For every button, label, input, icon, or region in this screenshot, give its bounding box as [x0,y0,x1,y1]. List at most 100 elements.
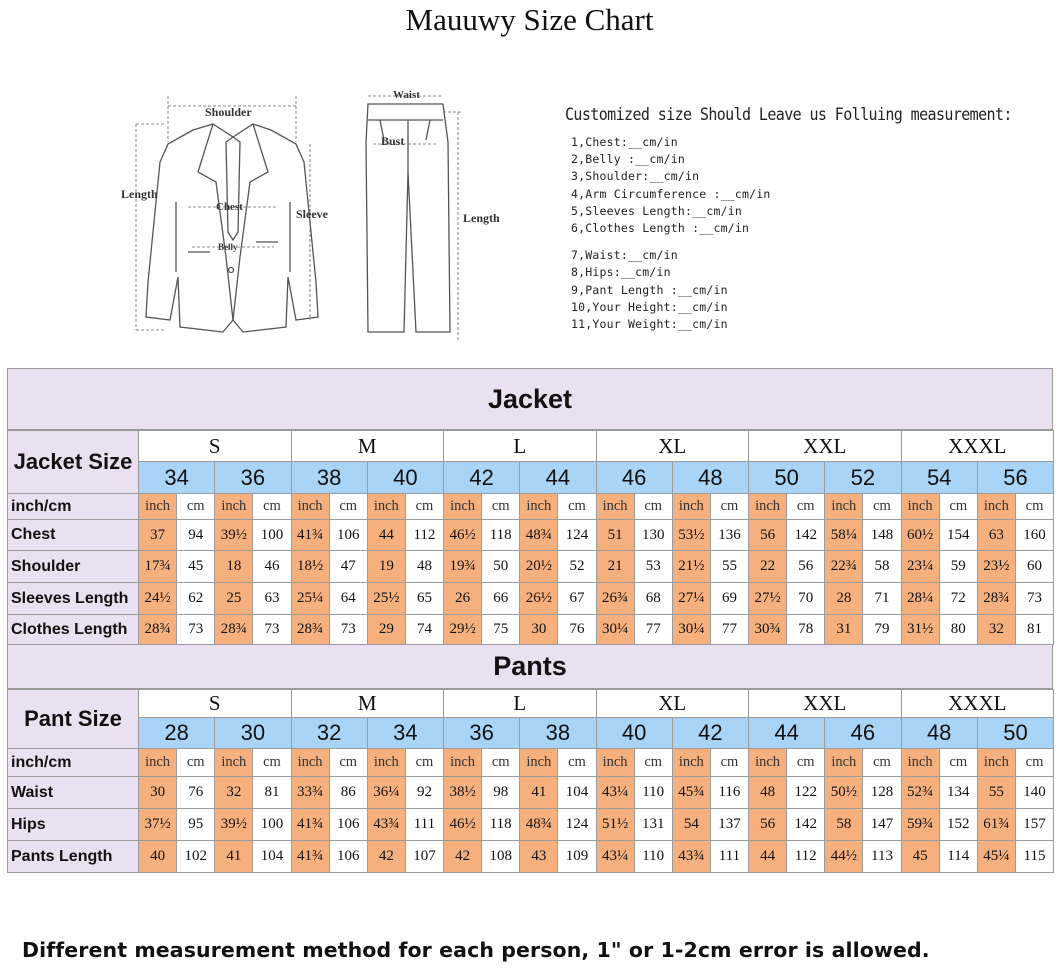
jacket-drawing [145,123,319,333]
unit-inch-cell: inch [671,493,711,520]
unit-inch-cell: inch [748,493,788,520]
inch-value: 24½ [137,582,178,615]
cm-value: 48 [404,550,445,583]
cm-value: 59 [938,550,978,583]
cm-value: 115 [1014,840,1055,873]
inch-value: 19 [366,550,406,583]
cm-value: 92 [404,776,445,809]
inch-value: 29½ [442,614,483,645]
pants-length-label: Length [463,211,500,225]
inch-value: 58¼ [824,519,864,551]
inch-value: 44 [366,519,406,551]
cm-value: 106 [328,840,368,873]
measurement-label: Hips [7,808,139,841]
inch-value: 26¾ [595,582,635,615]
inch-value: 41 [214,840,254,873]
unit-cm-cell: cm [176,493,216,520]
size-letter: XL [595,689,750,718]
cm-value: 111 [709,840,750,873]
unit-inch-cell: inch [214,748,254,777]
cm-value: 75 [481,614,521,645]
inch-value: 37 [137,519,178,551]
inch-value: 52¾ [900,776,940,809]
inch-value: 58 [824,808,864,841]
pants-measure-lines [368,95,463,340]
unit-cm-cell: cm [328,493,368,520]
size-number: 54 [900,461,978,494]
cm-value: 56 [786,550,826,583]
cm-value: 147 [862,808,902,841]
unit-cm-cell: cm [481,493,521,520]
instructions-heading: Customized size Should Leave us Folluing… [565,104,1012,125]
inch-value: 41 [519,776,559,809]
unit-inch-cell: inch [824,493,864,520]
page-title: Mauuwy Size Chart [405,2,654,37]
cm-value: 112 [404,519,445,551]
inch-value: 41¾ [290,840,330,873]
inch-value: 30¼ [671,614,711,645]
cm-value: 122 [786,776,826,809]
size-letter: XL [595,430,750,462]
cm-value: 116 [709,776,750,809]
inch-value: 55 [976,776,1016,809]
inch-value: 33¾ [290,776,330,809]
size-number: 42 [442,461,521,494]
unit-cm-cell: cm [557,748,597,777]
inch-value: 28¾ [137,614,178,645]
inch-value: 22 [748,550,788,583]
inch-value: 30 [519,614,559,645]
cm-value: 77 [633,614,673,645]
size-number: 52 [824,461,902,494]
cm-value: 102 [176,840,216,873]
cm-value: 109 [557,840,597,873]
size-letter: XXL [748,430,902,462]
unit-inch-cell: inch [290,748,330,777]
unit-inch-cell: inch [595,748,635,777]
unit-cm-cell: cm [709,748,750,777]
cm-value: 157 [1014,808,1055,841]
inch-value: 50½ [824,776,864,809]
shoulder-label: Shoulder [205,105,252,119]
inch-value: 30¼ [595,614,635,645]
cm-value: 76 [557,614,597,645]
custom-size-instructions: Customized size Should Leave us Folluing… [565,104,1012,333]
measurement-label: Pants Length [7,840,139,873]
measurement-label: Chest [7,519,139,551]
unit-inch-cell: inch [519,748,559,777]
unit-cm-cell: cm [1014,493,1055,520]
jacket-banner: Jacket [7,368,1053,430]
inch-value: 44½ [824,840,864,873]
cm-value: 72 [938,582,978,615]
chest-label: Chest [216,201,243,213]
length-label: Length [121,187,158,201]
inch-value: 43¼ [595,776,635,809]
inch-value: 59¾ [900,808,940,841]
unit-inch-cell: inch [366,748,406,777]
instruction-item: 1,Chest:__cm/in [571,135,678,149]
inch-value: 42 [366,840,406,873]
inch-value: 26½ [519,582,559,615]
pants-banner: Pants [7,645,1053,689]
inch-value: 39½ [214,519,254,551]
cm-value: 76 [176,776,216,809]
waist-label: Waist [393,89,420,101]
inch-value: 26 [442,582,483,615]
cm-value: 52 [557,550,597,583]
cm-value: 124 [557,519,597,551]
size-number: 32 [290,717,368,749]
cm-value: 53 [633,550,673,583]
inch-value: 46½ [442,808,483,841]
inch-value: 36¼ [366,776,406,809]
size-number: 40 [366,461,445,494]
unit-cm-cell: cm [404,748,445,777]
cm-value: 98 [481,776,521,809]
inch-value: 30 [137,776,178,809]
size-number: 44 [748,717,826,749]
pants-drawing [365,103,451,333]
inch-value: 32 [214,776,254,809]
instruction-item: 3,Shoulder:__cm/in [571,169,700,184]
instruction-item: 5,Sleeves Length:__cm/in [571,203,742,218]
cm-value: 45 [176,550,216,583]
